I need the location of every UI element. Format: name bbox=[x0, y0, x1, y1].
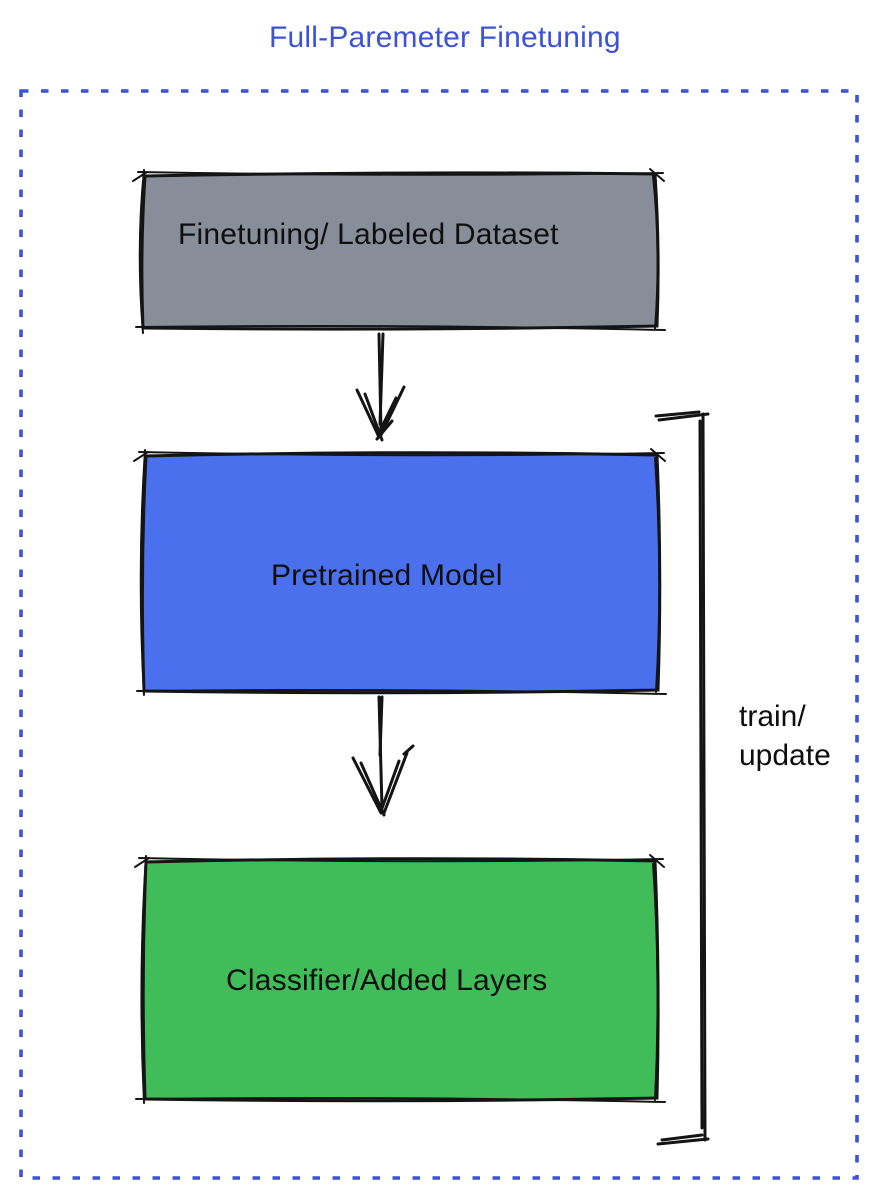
pretrained-model-label: Pretrained Model bbox=[271, 559, 503, 592]
classifier-added-layers-box bbox=[134, 854, 666, 1104]
train-update-label-line1: train/ bbox=[739, 700, 806, 733]
classifier-added-layers-box-sketch-lines bbox=[134, 854, 666, 1104]
finetuning-dataset-box-sketch-lines bbox=[132, 168, 666, 334]
arrow-dataset-to-pretrained bbox=[355, 332, 406, 442]
finetuning-dataset-label: Finetuning/ Labeled Dataset bbox=[178, 218, 559, 251]
finetuning-dataset-box bbox=[132, 168, 666, 334]
pretrained-model-box bbox=[133, 448, 667, 696]
dotted-frame bbox=[19, 89, 859, 1180]
page-title: Full-Paremeter Finetuning bbox=[269, 21, 621, 54]
train-update-label-line2: update bbox=[739, 739, 831, 772]
pretrained-model-box-sketch-lines bbox=[133, 448, 667, 696]
train-update-bracket bbox=[654, 410, 710, 1146]
arrow-pretrained-to-classifier bbox=[351, 695, 415, 817]
train-update-label: train/ update bbox=[739, 697, 831, 775]
classifier-added-layers-label: Classifier/Added Layers bbox=[226, 964, 548, 997]
